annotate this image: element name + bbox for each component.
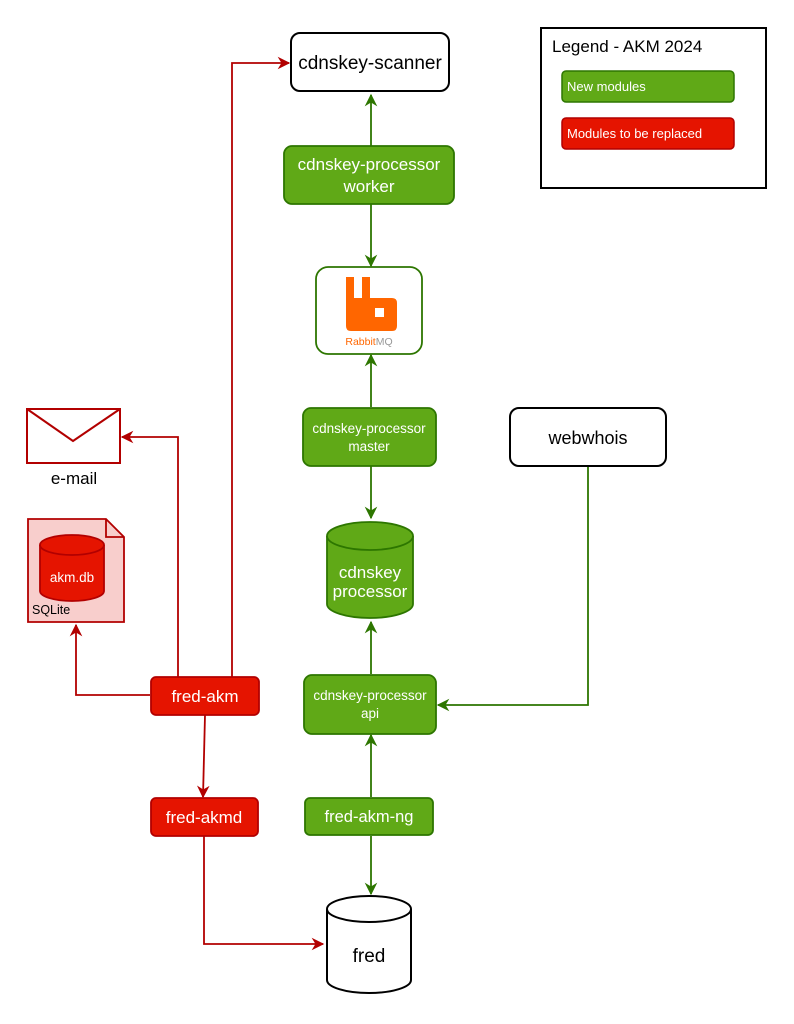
processor-master-line1: cdnskey-processor: [312, 421, 426, 436]
fred-akmd-label: fred-akmd: [166, 808, 243, 827]
email-label: e-mail: [51, 469, 97, 488]
legend-new-swatch: [561, 70, 735, 103]
fred-akm-label: fred-akm: [171, 687, 238, 706]
node-cdnskey-scanner: cdnskey-scanner: [290, 32, 450, 92]
edge-fred-akm-to-email: [120, 430, 179, 677]
edge-fred-akm-to-sqlite: [69, 623, 150, 696]
node-sqlite-file: akm.db SQLite: [27, 518, 125, 623]
node-processor-master: cdnskey-processor master: [302, 407, 437, 467]
processor-api-line1: cdnskey-processor: [313, 688, 427, 703]
database-icon: [39, 545, 105, 602]
rabbitmq-wordmark: RabbitMQ: [345, 336, 392, 348]
fred-db-label: fred: [353, 946, 386, 967]
database-icon: [326, 536, 414, 619]
node-email: e-mail: [26, 408, 121, 488]
processor-db-line1: cdnskey: [339, 563, 402, 582]
edge-webwhois-to-api: [436, 466, 589, 712]
processor-db-line2: processor: [333, 582, 408, 601]
node-processor-api: cdnskey-processor api: [303, 674, 437, 735]
webwhois-label: webwhois: [547, 428, 627, 448]
processor-master-line2: master: [348, 439, 390, 454]
node-fred-database: fred: [326, 895, 412, 994]
legend-title: Legend - AKM 2024: [552, 37, 702, 56]
processor-worker-line2: worker: [342, 177, 394, 196]
node-fred-akmd: fred-akmd: [150, 797, 259, 837]
edge-fred-akm-to-akmd: [196, 714, 210, 799]
processor-worker-line1: cdnskey-processor: [298, 155, 441, 174]
fred-akm-ng-label: fred-akm-ng: [325, 808, 414, 826]
node-webwhois: webwhois: [509, 407, 667, 467]
node-processor-worker: cdnskey-processor worker: [283, 145, 455, 205]
legend-replaced-label: Modules to be replaced: [567, 126, 702, 141]
node-rabbitmq: RabbitMQ: [315, 266, 423, 355]
node-processor-database: cdnskey processor: [326, 521, 414, 619]
database-icon: [326, 909, 412, 994]
cdnskey-scanner-label: cdnskey-scanner: [298, 53, 442, 74]
rabbitmq-logo-icon: [346, 277, 397, 331]
processor-api-line2: api: [361, 706, 379, 721]
legend: Legend - AKM 2024 New modules Modules to…: [540, 27, 767, 189]
edge-fred-akm-to-scanner: [231, 56, 291, 677]
akm-db-label: akm.db: [50, 570, 94, 585]
envelope-icon: [26, 408, 121, 464]
edge-akmd-to-fred: [203, 836, 325, 951]
legend-replaced-swatch: [561, 117, 735, 150]
sqlite-label: SQLite: [32, 603, 70, 617]
node-fred-akm: fred-akm: [150, 676, 260, 716]
legend-new-label: New modules: [567, 79, 646, 94]
node-fred-akm-ng: fred-akm-ng: [304, 797, 434, 836]
